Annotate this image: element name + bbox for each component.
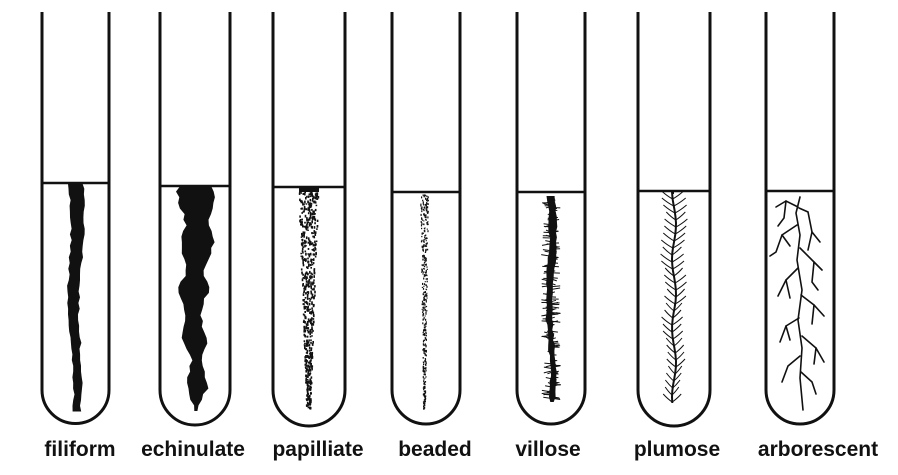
growth-arborescent (770, 197, 824, 410)
label-arborescent: arborescent (758, 438, 878, 462)
growth-echinulate (176, 186, 215, 411)
tube-filiform (42, 12, 109, 423)
label-echinulate: echinulate (141, 438, 245, 462)
tube-plumose (638, 12, 710, 426)
label-beaded: beaded (398, 438, 472, 462)
tube-villose (517, 12, 585, 424)
label-papilliate: papilliate (272, 438, 363, 462)
tube-beaded (392, 12, 460, 424)
growth-filiform (67, 183, 85, 412)
growth-papilliate (299, 189, 319, 410)
tube-echinulate (160, 12, 230, 425)
tube-arborescent (766, 12, 834, 424)
label-villose: villose (515, 438, 580, 462)
growth-beaded (420, 194, 429, 409)
label-filiform: filiform (44, 438, 115, 462)
tube-papilliate (273, 12, 345, 426)
growth-plumose (661, 191, 688, 403)
label-plumose: plumose (634, 438, 720, 462)
